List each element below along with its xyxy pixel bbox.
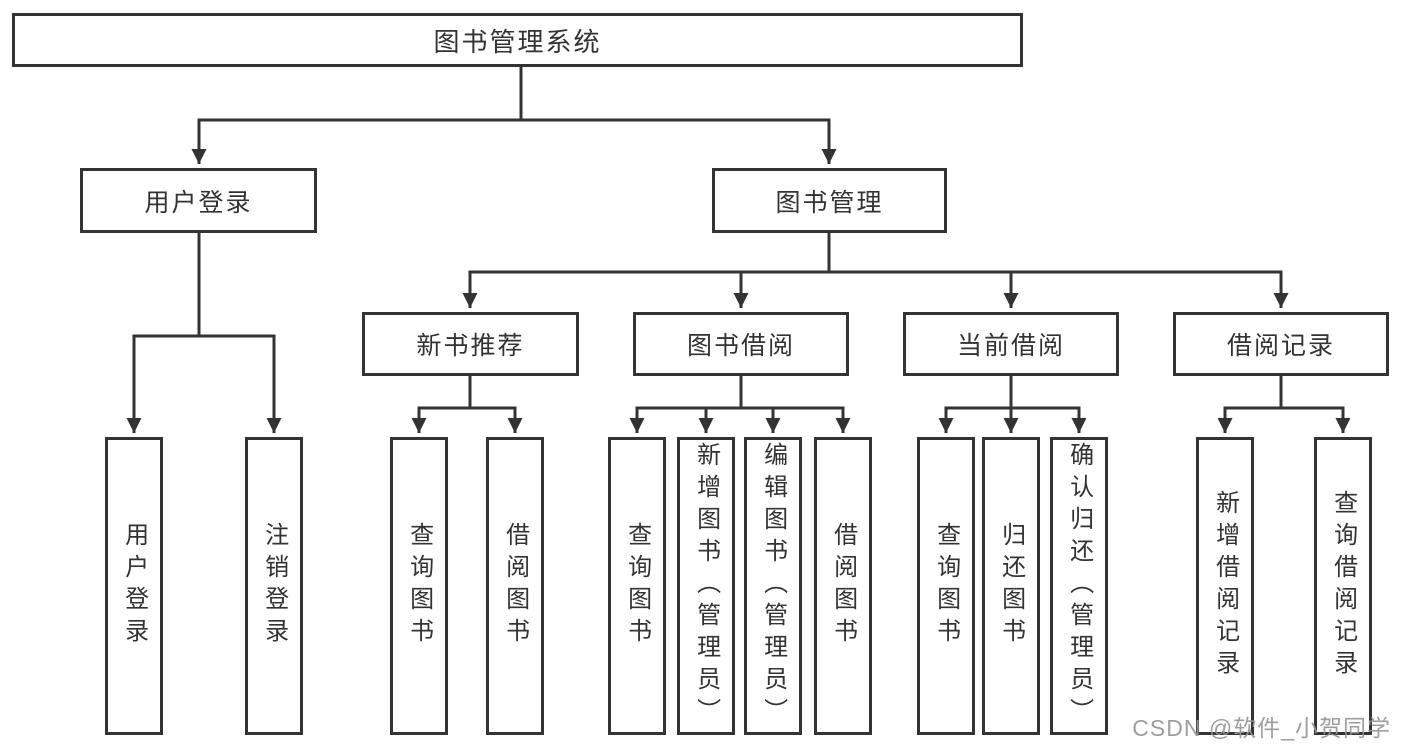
leaf-logout-login: 注销登录: [245, 437, 303, 735]
leaf-query-books-borrowing: 查询图书: [608, 437, 666, 735]
leaf-confirm-return-admin: 确认归还（管理员）: [1050, 437, 1108, 735]
leaf-borrow-books-recommend-label: 借阅图书: [501, 522, 529, 650]
leaf-confirm-return-admin-label: 确认归还（管理员）: [1065, 442, 1093, 730]
leaf-borrow-books-borrowing-label: 借阅图书: [829, 522, 857, 650]
node-user-login-label: 用户登录: [144, 188, 253, 217]
leaf-logout-login-label: 注销登录: [260, 522, 288, 650]
leaf-add-borrow-record: 新增借阅记录: [1196, 437, 1254, 735]
leaf-query-books-current-label: 查询图书: [932, 522, 960, 650]
leaf-user-login: 用户登录: [105, 437, 163, 735]
node-current-borrowing-label: 当前借阅: [956, 332, 1065, 360]
leaf-edit-books-admin-label: 编辑图书（管理员）: [759, 442, 787, 730]
node-book-borrowing-label: 图书借阅: [686, 332, 795, 360]
leaf-add-books-admin: 新增图书（管理员）: [677, 437, 735, 735]
node-new-book-recommendation-label: 新书推荐: [416, 332, 525, 360]
leaf-borrow-books-borrowing: 借阅图书: [814, 437, 872, 735]
leaf-user-login-label: 用户登录: [120, 522, 148, 650]
node-borrowing-records-label: 借阅记录: [1226, 332, 1335, 360]
leaf-return-books: 归还图书: [982, 437, 1040, 735]
node-user-login: 用户登录: [80, 168, 317, 233]
leaf-add-borrow-record-label: 新增借阅记录: [1211, 490, 1239, 682]
node-current-borrowing: 当前借阅: [903, 312, 1119, 376]
leaf-query-borrow-record-label: 查询借阅记录: [1329, 490, 1357, 682]
leaf-query-borrow-record: 查询借阅记录: [1314, 437, 1372, 735]
leaf-return-books-label: 归还图书: [997, 522, 1025, 650]
leaf-add-books-admin-label: 新增图书（管理员）: [692, 442, 720, 730]
node-borrowing-records: 借阅记录: [1173, 312, 1389, 376]
node-library-system: 图书管理系统: [12, 13, 1023, 67]
csdn-watermark: CSDN @软件_小贺同学: [1132, 715, 1391, 741]
leaf-query-books-recommend: 查询图书: [390, 437, 448, 735]
node-new-book-recommendation: 新书推荐: [362, 312, 579, 376]
leaf-query-books-borrowing-label: 查询图书: [623, 522, 651, 650]
leaf-borrow-books-recommend: 借阅图书: [486, 437, 544, 735]
node-book-management: 图书管理: [712, 168, 947, 233]
leaf-query-books-current: 查询图书: [917, 437, 975, 735]
leaf-edit-books-admin: 编辑图书（管理员）: [744, 437, 802, 735]
node-book-management-label: 图书管理: [775, 188, 884, 217]
leaf-query-books-recommend-label: 查询图书: [405, 522, 433, 650]
node-library-system-label: 图书管理系统: [433, 26, 602, 57]
node-book-borrowing: 图书借阅: [633, 312, 849, 376]
